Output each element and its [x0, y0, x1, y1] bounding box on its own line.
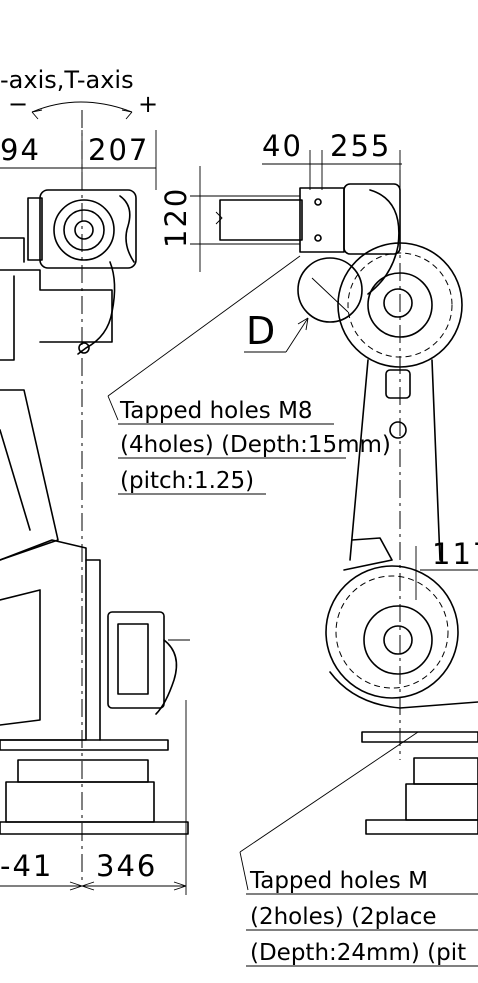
- right-shoulder-lower: [329, 671, 478, 709]
- dim-neg41: -41: [0, 849, 53, 883]
- dim-bottom-arrows: [69, 881, 187, 891]
- left-base-plate: [0, 739, 169, 751]
- axis-minus-sign: −: [8, 90, 28, 118]
- right-cable-bracket: [385, 369, 411, 399]
- left-motor-cable: [155, 639, 178, 715]
- note-1-line-3: (pitch:1.25): [120, 468, 254, 494]
- right-flange-hole-2: [314, 234, 322, 242]
- left-lower-arm: [0, 389, 59, 561]
- detail-d-slot: [311, 277, 349, 313]
- note-2-callout: Tapped holes M (2holes) (2place (Depth:2…: [239, 731, 478, 967]
- axis-label-text: -axis,T-axis: [0, 66, 134, 94]
- note-1-leader: [107, 255, 301, 397]
- right-base-foot: [365, 819, 478, 835]
- right-top-dimensions: 40 255 120 117: [159, 129, 478, 600]
- note-2-line-2: (2holes) (2place: [250, 904, 437, 930]
- left-turret-side: [85, 559, 101, 741]
- left-top-dimensions: 94 207: [0, 130, 157, 190]
- right-shoulder-disc-outer: [325, 565, 459, 699]
- left-flange-mid: [63, 209, 105, 251]
- left-robot-view: [0, 189, 190, 895]
- left-base-foot: [0, 821, 189, 835]
- right-elbow-bolt-circle: [347, 252, 453, 358]
- detail-d-callout: D: [244, 309, 309, 353]
- right-elbow-disc-outer: [337, 242, 463, 368]
- note-1-line-1: Tapped holes M8: [119, 398, 313, 424]
- detail-d-leader: [285, 317, 309, 353]
- note-1-callout: Tapped holes M8 (4holes) (Depth:15mm) (p…: [107, 255, 391, 495]
- right-wrist-housing: [343, 183, 401, 255]
- right-base-ring: [413, 757, 478, 785]
- rotation-arrow-right: [121, 109, 133, 120]
- right-robot-view: [215, 183, 478, 835]
- right-arm-hole: [389, 421, 407, 439]
- right-shoulder-bore: [383, 625, 413, 655]
- left-forearm-cable: [77, 261, 116, 355]
- note-2-line-1: Tapped holes M: [249, 868, 428, 894]
- right-tool-stub: [219, 199, 303, 241]
- left-side-motor: [107, 611, 165, 709]
- right-elbow-hub: [367, 272, 433, 338]
- right-upper-arm: [349, 359, 441, 561]
- right-arm-bracket: [343, 537, 393, 571]
- right-flange-hole-1: [314, 198, 322, 206]
- left-wrist-cable: [119, 195, 135, 263]
- left-forearm-inner: [0, 275, 15, 361]
- right-tool-break: [215, 211, 223, 225]
- left-turret-inner: [0, 589, 41, 726]
- left-wrist-cap: [27, 197, 43, 261]
- left-turret: [0, 539, 87, 741]
- left-base-ring: [17, 759, 149, 783]
- axis-plus-sign: +: [138, 90, 158, 118]
- left-bottom-dimensions: -41 346: [0, 849, 187, 891]
- right-shoulder-hub: [363, 605, 433, 675]
- right-base-plate: [361, 731, 478, 743]
- dim-94: 94: [0, 133, 41, 167]
- dim-120: 120: [159, 187, 193, 248]
- note-1-leader-tail: [107, 395, 119, 421]
- left-flange-inner: [74, 220, 94, 240]
- dim-346: 346: [96, 849, 157, 883]
- note-2-leader: [239, 731, 419, 853]
- right-wrist-cable: [367, 189, 400, 295]
- dim-255: 255: [330, 129, 391, 163]
- rotation-arrow-left: [31, 109, 43, 120]
- note-2-line-3: (Depth:24mm) (pit: [250, 940, 466, 966]
- right-wrist-flange: [299, 187, 345, 253]
- left-forearm-top: [0, 237, 25, 263]
- right-base-pedestal: [405, 783, 478, 821]
- dim-40: 40: [262, 129, 303, 163]
- axis-rotation-label: -axis,T-axis − +: [0, 66, 158, 120]
- left-motor-cover: [117, 623, 149, 695]
- left-base-pedestal: [5, 781, 155, 823]
- left-wrist-housing: [39, 189, 137, 269]
- left-flange-outer: [53, 199, 115, 261]
- left-forearm-body: [0, 269, 113, 343]
- rotation-arc: [31, 101, 133, 113]
- dim-207: 207: [88, 133, 149, 167]
- detail-d-circle: [297, 257, 363, 323]
- right-shoulder-bolt-circle: [335, 575, 449, 689]
- detail-d-arrowhead: [297, 317, 309, 331]
- note-2-leader-tail: [239, 851, 249, 891]
- left-cable-clamp: [78, 342, 90, 354]
- left-lower-arm-edge: [0, 429, 31, 531]
- detail-d-label: D: [246, 309, 275, 353]
- right-elbow-bore: [383, 288, 413, 318]
- note-1-line-2: (4holes) (Depth:15mm): [120, 432, 391, 458]
